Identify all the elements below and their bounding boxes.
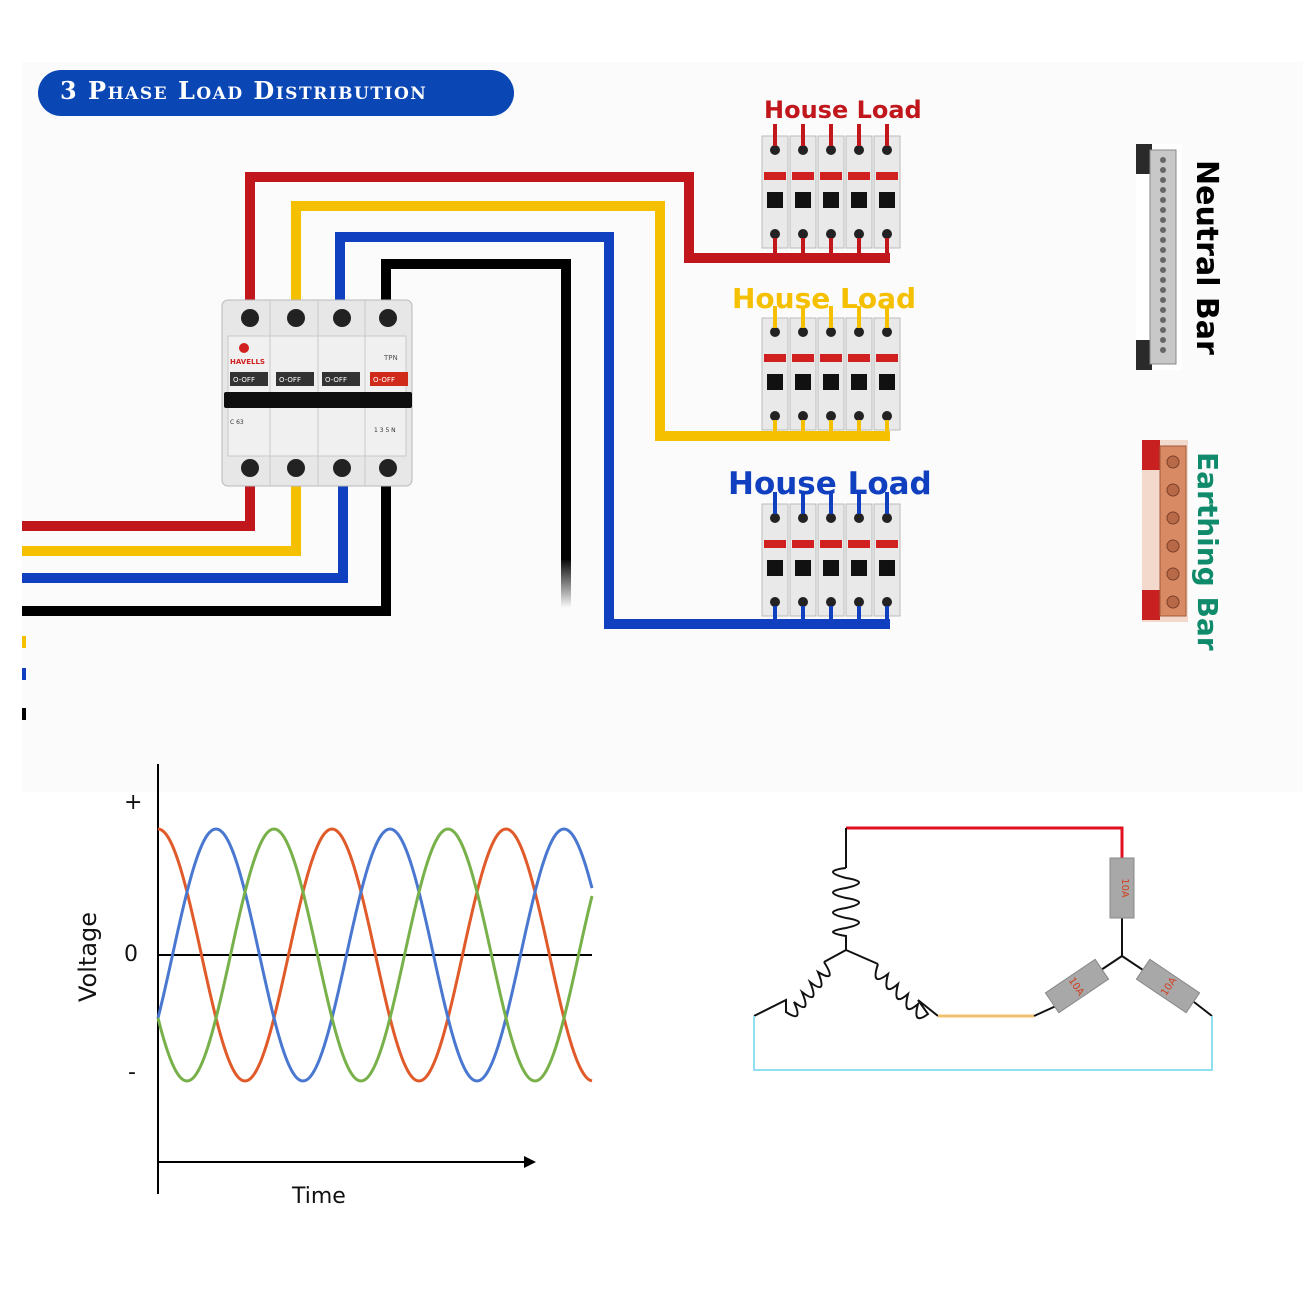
neutral-screw	[1160, 247, 1166, 253]
mcb-breaker	[845, 492, 873, 624]
mcb-group-2	[761, 306, 901, 438]
top-wire	[846, 826, 1124, 858]
resistor-right: 10A	[1135, 958, 1201, 1014]
switch-label-3: O-OFF	[325, 376, 347, 384]
earthing-bar-label: Earthing Bar	[1191, 452, 1224, 651]
resistor-left: 10A	[1044, 958, 1110, 1014]
switch-label-2: O-OFF	[279, 376, 301, 384]
neutral-screw	[1160, 217, 1166, 223]
neutral-screw	[1160, 187, 1166, 193]
mcb-breaker	[873, 124, 901, 256]
mcb-breaker	[761, 124, 789, 256]
switch-label-4: O-OFF	[373, 376, 395, 384]
neutral-screw	[1160, 177, 1166, 183]
resistor-top-label: 10A	[1119, 878, 1130, 898]
black-wire-stub	[22, 708, 26, 720]
mcb-breaker	[817, 124, 845, 256]
coil-left-icon	[753, 961, 831, 1018]
neutral-screw	[1160, 297, 1166, 303]
earth-screw	[1166, 539, 1180, 553]
mcb-breaker	[789, 492, 817, 624]
mcb-group-3	[761, 492, 901, 624]
earth-screw	[1166, 511, 1180, 525]
blue-wire-stub	[22, 668, 26, 680]
havells-logo-icon	[239, 343, 249, 353]
tick-label-zero: 0	[124, 942, 138, 967]
mcb-breaker	[789, 306, 817, 438]
tick-label-minus: -	[128, 1060, 136, 1085]
neutral-screw	[1160, 287, 1166, 293]
neutral-screw	[1160, 327, 1166, 333]
mcb-breaker	[817, 492, 845, 624]
neutral-screw	[1160, 267, 1166, 273]
bottom-wire	[753, 1016, 1213, 1071]
neutral-screw	[1160, 237, 1166, 243]
incoming-yellow-wire	[22, 470, 301, 556]
neutral-screw	[1160, 227, 1166, 233]
mcb-breaker	[873, 492, 901, 624]
y-axis-label: Voltage	[74, 911, 102, 1002]
tpn-breaker: HAVELLS TPN O-OFF O-OFF O-OFF O-OFF C 63…	[221, 299, 413, 487]
house-load-label-blue: House Load	[728, 466, 932, 502]
phase-wave-2	[156, 827, 594, 1083]
neutral-screw	[1160, 157, 1166, 163]
blue-phase-wire	[335, 232, 890, 629]
incoming-blue-wire	[22, 470, 348, 583]
x-axis-label: Time	[292, 1184, 346, 1209]
earth-screw	[1166, 567, 1180, 581]
neutral-screw	[1160, 167, 1166, 173]
title-banner	[38, 70, 514, 116]
mcb-breaker	[873, 306, 901, 438]
neutral-wire-fade	[561, 558, 571, 608]
mcb-breaker	[817, 306, 845, 438]
mcb-breaker	[845, 306, 873, 438]
phase-wave-1	[157, 827, 593, 1083]
tick-label-plus: +	[124, 790, 143, 815]
yellow-phase-wire	[291, 201, 890, 441]
house-load-label-yellow: House Load	[732, 282, 917, 315]
three-phase-waveform	[156, 764, 594, 1194]
neutral-screw	[1160, 197, 1166, 203]
neutral-screw	[1160, 337, 1166, 343]
mcb-breaker	[761, 306, 789, 438]
mcb-group-1	[761, 124, 901, 256]
coil-right-icon	[874, 963, 939, 1020]
mcb-breaker	[845, 124, 873, 256]
house-load-label-red: House Load	[764, 96, 922, 124]
incoming-red-wire	[22, 470, 255, 531]
mcb-breaker	[789, 124, 817, 256]
neutral-screw	[1160, 207, 1166, 213]
coil-top-icon	[832, 867, 860, 950]
neutral-screw	[1160, 257, 1166, 263]
svg-text:1 3 5 N: 1 3 5 N	[374, 427, 396, 434]
earth-screw	[1166, 455, 1180, 469]
neutral-black-wire	[381, 259, 571, 560]
neutral-screw	[1160, 277, 1166, 283]
star-connection-circuit: 10A 10A 10A	[753, 826, 1213, 1071]
yellow-wire-stub	[22, 636, 26, 648]
page-title: 3 Phase Load Distribution	[60, 76, 428, 105]
time-arrow-head	[524, 1156, 536, 1168]
neutral-bar-label: Neutral Bar	[1189, 160, 1224, 355]
incoming-black-wire	[22, 470, 391, 616]
earthing-bar	[1142, 440, 1188, 622]
red-phase-wire	[245, 172, 890, 314]
breaker-rating: C 63	[230, 419, 244, 426]
breaker-brand: HAVELLS	[230, 358, 265, 366]
breaker-toggle[interactable]	[224, 392, 412, 408]
neutral-screw	[1160, 347, 1166, 353]
breaker-model: TPN	[383, 354, 398, 362]
earth-screw	[1166, 595, 1180, 609]
phase-wave-3	[156, 827, 594, 1083]
earth-screw	[1166, 483, 1180, 497]
mcb-breaker	[761, 492, 789, 624]
resistor-top: 10A	[1109, 857, 1135, 919]
mcb-groups	[761, 124, 901, 624]
neutral-bar	[1136, 144, 1182, 370]
neutral-screw	[1160, 317, 1166, 323]
neutral-screw	[1160, 307, 1166, 313]
switch-label-1: O-OFF	[233, 376, 255, 384]
